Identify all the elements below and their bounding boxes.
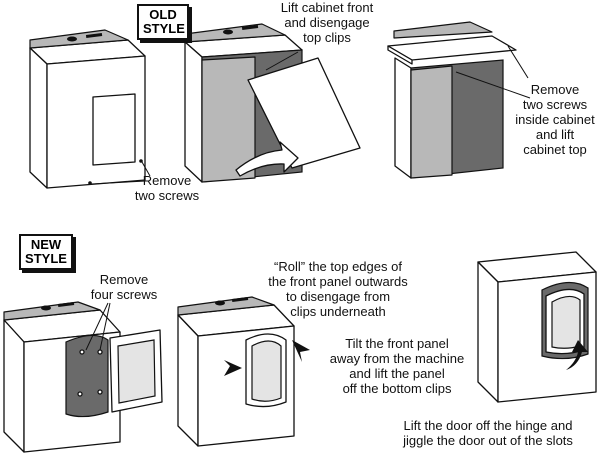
- old-dryer-front-removed: [184, 23, 361, 183]
- new-dryer-door-open: [3, 301, 163, 453]
- label-lift-cabinet-front: Lift cabinet front and disengage top cli…: [280, 0, 374, 45]
- label-tilt-front-panel: Tilt the front panel away from the machi…: [329, 336, 465, 396]
- label-lift-door: Lift the door off the hinge and jiggle t…: [403, 418, 573, 448]
- old-dryer-intact: [29, 29, 146, 189]
- label-remove-four-screws: Remove four screws: [90, 272, 158, 302]
- leader-line: [99, 302, 111, 351]
- leader-line: [507, 45, 529, 79]
- leader-line: [90, 180, 147, 185]
- leader-line: [141, 161, 151, 177]
- leader-line: [265, 51, 299, 71]
- label-remove-inside-screws: Remove two screws inside cabinet and lif…: [515, 82, 595, 157]
- old-dryer-top-removed: [387, 21, 517, 179]
- new-dryer-panel-roll: [177, 296, 310, 447]
- leader-line: [455, 71, 531, 99]
- leader-line: [85, 302, 109, 351]
- label-remove-two-screws: Remove two screws: [134, 173, 200, 203]
- old-style-badge: OLD STYLE: [137, 4, 189, 40]
- label-roll-top-edges: “Roll” the top edges of the front panel …: [268, 259, 408, 319]
- new-dryer-door-lift: [477, 251, 597, 403]
- new-style-badge: NEW STYLE: [19, 234, 73, 270]
